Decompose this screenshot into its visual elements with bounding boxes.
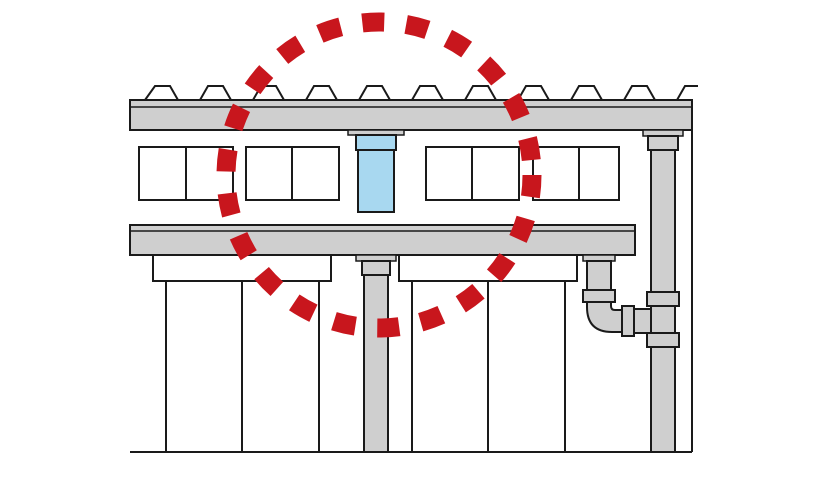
right-main-downpipe (642, 129, 684, 453)
upper-drain-pipe (347, 129, 405, 213)
upper-gutter-beam (129, 99, 693, 131)
upper-window-right (532, 146, 620, 201)
corrugated-roof (144, 85, 698, 101)
lower-door-left (165, 281, 320, 452)
lower-lintel-left (152, 254, 332, 282)
upper-window-center-left (245, 146, 340, 201)
center-downpipe (355, 254, 397, 453)
lower-door-right (411, 281, 566, 452)
callout-dashed-circle (216, 12, 542, 338)
lower-balcony-beam (129, 224, 636, 256)
upper-window-center-right (425, 146, 520, 201)
elbow-branch-pipe (582, 254, 652, 337)
lower-lintel-right (398, 254, 578, 282)
upper-window-left (138, 146, 234, 201)
